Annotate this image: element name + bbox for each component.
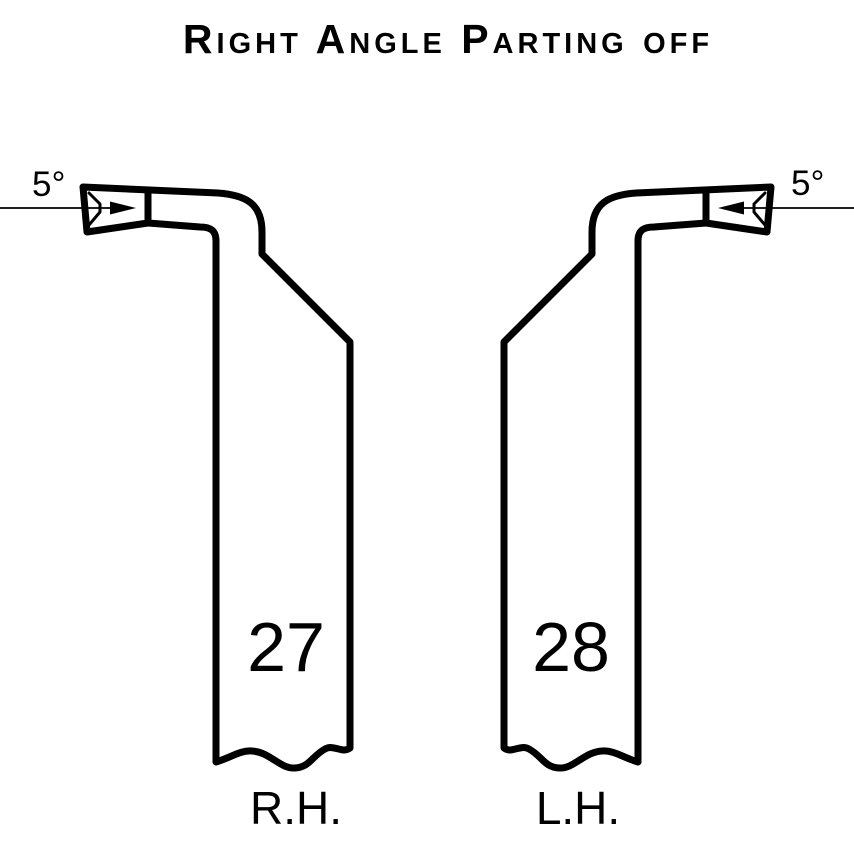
left-clearance-angle-label: 5° bbox=[32, 165, 66, 204]
left-tool-outline bbox=[79, 183, 354, 772]
right-clearance-angle-label: 5° bbox=[791, 164, 825, 203]
right-tool-number: 28 bbox=[532, 608, 610, 686]
right-tool-hand-label: L.H. bbox=[535, 782, 621, 834]
left-tool-hand-label: R.H. bbox=[250, 782, 342, 834]
left-tool-number: 27 bbox=[247, 608, 325, 686]
right-tool-outline bbox=[500, 183, 775, 772]
right-tool-arrow-marker bbox=[718, 201, 744, 215]
left-tool-arrow-marker bbox=[110, 201, 136, 215]
drawing-title: Right Angle Parting off bbox=[182, 16, 714, 62]
right-tool bbox=[500, 183, 854, 772]
left-tool bbox=[0, 183, 354, 772]
